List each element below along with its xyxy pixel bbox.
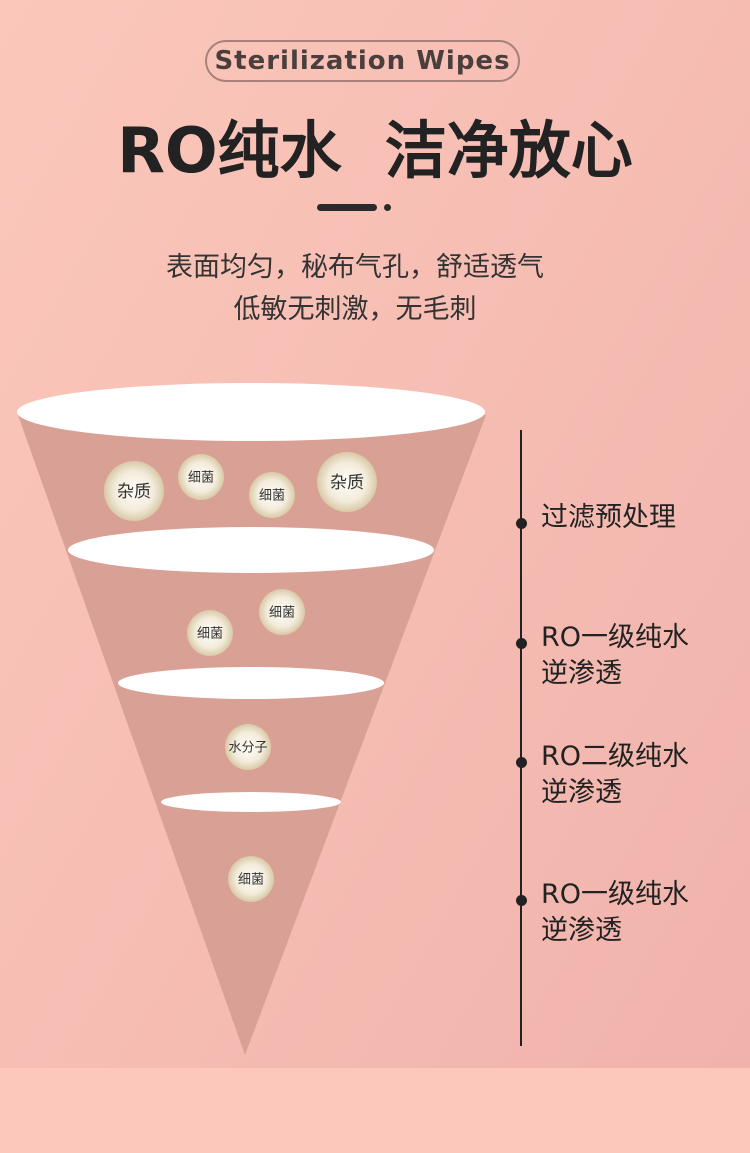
particle-bubble [104,461,164,521]
particle-label: 杂质 [330,473,364,493]
funnel-layer-3 [118,667,384,699]
stage-title: RO一级纯水 [541,622,690,653]
stage-subtitle: 逆渗透 [541,658,622,689]
particle-label: 细菌 [259,489,285,504]
stage-title: 过滤预处理 [541,502,676,533]
divider-dot [384,204,391,211]
divider [317,204,377,211]
bottom-band [0,1068,750,1153]
particle-label: 细菌 [188,471,214,486]
timeline-dot [516,895,527,906]
particle-bubble [178,454,224,500]
particle-label: 细菌 [269,606,295,621]
particle-label: 细菌 [238,873,264,888]
particle-label: 水分子 [228,741,267,756]
stage-label: 过滤预处理 [541,500,676,536]
funnel-layer-4 [161,792,341,812]
stage-label: RO一级纯水逆渗透 [541,877,689,949]
particle-label: 杂质 [117,482,151,502]
subtitle-line-2: 低敏无刺激，无毛刺 [233,294,477,325]
subtitle-line-1: 表面均匀，秘布气孔，舒适透气 [166,252,544,283]
particle-bubble [317,452,377,512]
stage-subtitle: 逆渗透 [541,777,622,808]
page-title: RO纯水 洁净放心 [117,114,633,187]
timeline-dot [516,518,527,529]
badge: Sterilization Wipes [205,40,520,82]
particle-bubble [228,856,274,902]
particle-bubble [225,724,271,770]
timeline-line [520,430,522,1046]
particle-label: 细菌 [197,627,223,642]
funnel-layer-1 [17,383,485,441]
stage-subtitle: 逆渗透 [541,915,622,946]
timeline-dot [516,757,527,768]
stage-title: RO一级纯水 [541,879,690,910]
particle-bubble [259,589,305,635]
stage-label: RO一级纯水逆渗透 [541,620,689,692]
timeline-dot [516,638,527,649]
stage-title: RO二级纯水 [541,741,690,772]
particle-bubble [249,472,295,518]
stage-label: RO二级纯水逆渗透 [541,739,689,811]
funnel-layer-2 [68,527,434,573]
particle-bubble [187,610,233,656]
